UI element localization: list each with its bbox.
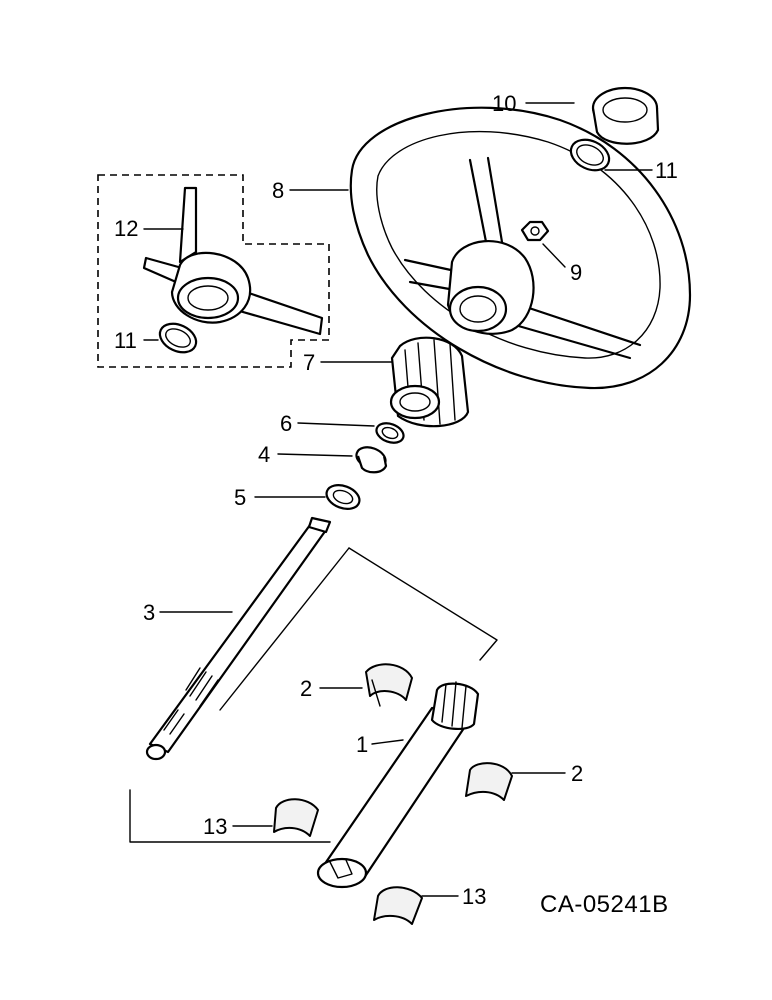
callout-6: 6 [280, 411, 292, 436]
leader-lines [143, 102, 653, 897]
alternate-spoke-group [97, 174, 330, 368]
callout-2-upper: 2 [300, 676, 312, 701]
callout-13-lower: 13 [462, 884, 486, 909]
washer-6-part [375, 422, 405, 444]
retaining-ring-upper [569, 138, 611, 172]
steering-shaft-part [129, 516, 498, 843]
horn-cap-part [591, 86, 660, 145]
callout-2-right: 2 [571, 761, 583, 786]
clip-2-right [465, 762, 513, 801]
clip-13-left [273, 798, 319, 837]
callout-12: 12 [114, 216, 138, 241]
callout-3: 3 [143, 600, 155, 625]
drawing-code: CA-05241B [540, 891, 669, 918]
callout-13-left: 13 [203, 814, 227, 839]
callout-7: 7 [303, 350, 315, 375]
clip-13-lower [373, 886, 423, 925]
callout-4: 4 [258, 442, 270, 467]
splined-adapter-part [389, 336, 470, 428]
steering-wheel-part [349, 106, 692, 390]
callout-9: 9 [570, 260, 582, 285]
callout-5: 5 [234, 485, 246, 510]
callout-10: 10 [492, 91, 516, 116]
callout-8: 8 [272, 178, 284, 203]
callout-11-upper: 11 [655, 158, 678, 183]
clip-2-upper [365, 663, 413, 707]
bushing-4-part [355, 446, 388, 474]
lower-shaft-part [316, 681, 480, 889]
washer-5-part [325, 484, 361, 510]
callout-11-lower: 11 [114, 328, 137, 353]
callout-1: 1 [356, 732, 368, 757]
